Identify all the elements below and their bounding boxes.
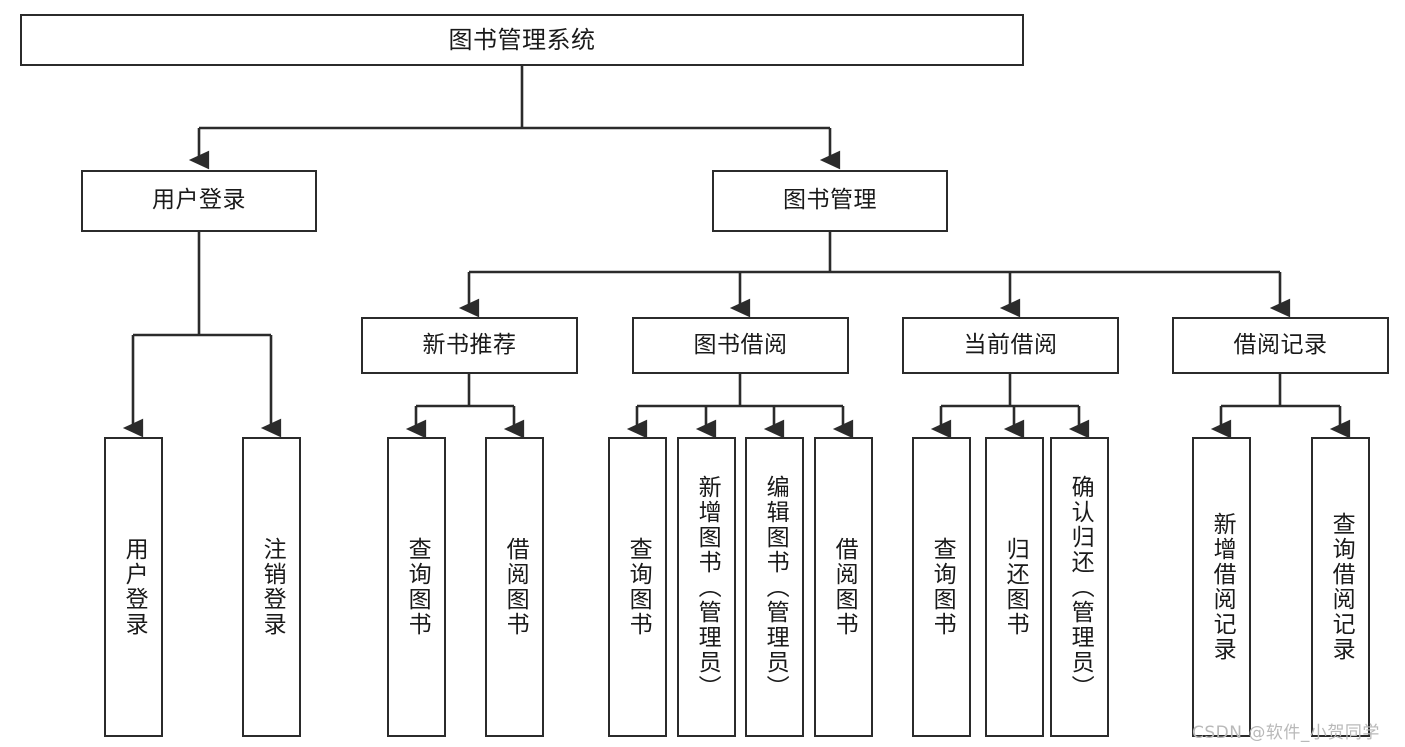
node-leaf-query-book-2-label: 查询图书: [625, 537, 652, 637]
node-book-borrow-label: 图书借阅: [693, 331, 788, 358]
node-root[interactable]: 图书管理系统: [20, 14, 1024, 66]
node-leaf-borrow-book-1-label: 借阅图书: [502, 537, 529, 637]
node-leaf-borrow-book-1[interactable]: 借阅图书: [485, 437, 544, 737]
node-user-login-label: 用户登录: [152, 187, 246, 214]
node-leaf-edit-book-label: 编辑图书（管理员）: [762, 474, 789, 700]
node-leaf-user-login[interactable]: 用户登录: [104, 437, 163, 737]
node-leaf-return-book[interactable]: 归还图书: [985, 437, 1044, 737]
node-current-borrow-label: 当前借阅: [963, 331, 1058, 358]
node-leaf-edit-book[interactable]: 编辑图书（管理员）: [745, 437, 804, 737]
node-leaf-user-logout-label: 注销登录: [259, 537, 286, 637]
node-leaf-query-book-3-label: 查询图书: [929, 537, 956, 637]
node-leaf-query-book-3[interactable]: 查询图书: [912, 437, 971, 737]
node-book-manage-label: 图书管理: [783, 187, 877, 214]
node-leaf-user-login-label: 用户登录: [121, 537, 148, 637]
node-leaf-add-book[interactable]: 新增图书（管理员）: [677, 437, 736, 737]
node-book-manage[interactable]: 图书管理: [712, 170, 948, 232]
node-borrow-record-label: 借阅记录: [1233, 331, 1328, 358]
node-book-borrow[interactable]: 图书借阅: [632, 317, 849, 374]
node-leaf-add-book-label: 新增图书（管理员）: [694, 474, 721, 700]
node-leaf-return-book-label: 归还图书: [1002, 537, 1029, 637]
node-leaf-user-logout[interactable]: 注销登录: [242, 437, 301, 737]
node-leaf-query-record[interactable]: 查询借阅记录: [1311, 437, 1370, 737]
node-new-book-rec-label: 新书推荐: [422, 331, 517, 358]
node-leaf-confirm-return-label: 确认归还（管理员）: [1067, 474, 1094, 700]
node-new-book-rec[interactable]: 新书推荐: [361, 317, 578, 374]
node-leaf-add-record[interactable]: 新增借阅记录: [1192, 437, 1251, 737]
node-leaf-confirm-return[interactable]: 确认归还（管理员）: [1050, 437, 1109, 737]
node-leaf-query-book-1[interactable]: 查询图书: [387, 437, 446, 737]
node-borrow-record[interactable]: 借阅记录: [1172, 317, 1389, 374]
node-leaf-query-book-1-label: 查询图书: [404, 537, 431, 637]
node-root-label: 图书管理系统: [448, 25, 596, 54]
node-user-login[interactable]: 用户登录: [81, 170, 317, 232]
node-leaf-query-book-2[interactable]: 查询图书: [608, 437, 667, 737]
node-leaf-borrow-book-2[interactable]: 借阅图书: [814, 437, 873, 737]
node-leaf-query-record-label: 查询借阅记录: [1328, 512, 1355, 662]
node-current-borrow[interactable]: 当前借阅: [902, 317, 1119, 374]
watermark: CSDN @软件_小贺同学: [1192, 723, 1380, 743]
node-leaf-borrow-book-2-label: 借阅图书: [831, 537, 858, 637]
node-leaf-add-record-label: 新增借阅记录: [1209, 512, 1236, 662]
